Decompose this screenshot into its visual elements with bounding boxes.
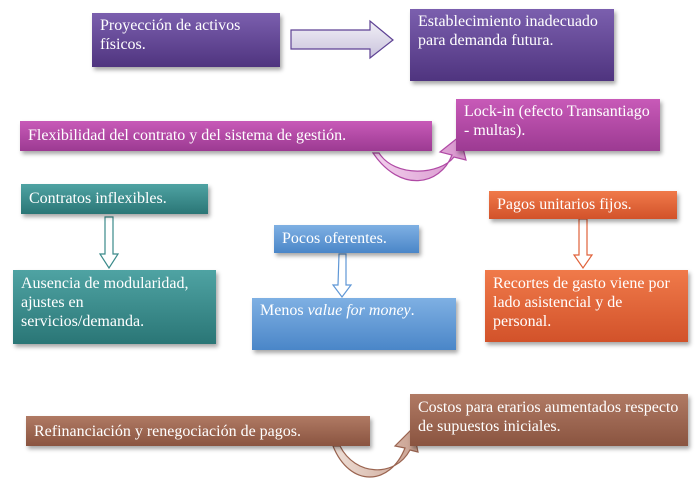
box-recortes: Recortes de gasto viene por lado asisten… bbox=[485, 270, 688, 342]
box-proyeccion-text: Proyección de activos físicos. bbox=[100, 17, 241, 53]
box-costos-text: Costos para erarios aumentados respecto … bbox=[418, 399, 679, 435]
down-arrow-pocos bbox=[331, 253, 353, 298]
box-lockin: Lock-in (efecto Transantiago - multas). bbox=[456, 99, 660, 151]
box-contratos: Contratos inflexibles. bbox=[21, 184, 208, 214]
box-establecimiento: Establecimiento inadecuado para demanda … bbox=[410, 9, 614, 81]
box-lockin-text: Lock-in (efecto Transantiago - multas). bbox=[464, 103, 650, 139]
box-establecimiento-text: Establecimiento inadecuado para demanda … bbox=[418, 13, 598, 49]
box-ausencia-text: Ausencia de modularidad, ajustes en serv… bbox=[21, 275, 189, 330]
box-recortes-text: Recortes de gasto viene por lado asisten… bbox=[493, 275, 670, 330]
right-arrow bbox=[290, 19, 394, 60]
down-arrow-pagos bbox=[572, 218, 594, 270]
curved-arrow-flexibilidad bbox=[371, 134, 467, 182]
box-menos: Menos value for money. bbox=[252, 298, 456, 350]
box-flexibilidad: Flexibilidad del contrato y del sistema … bbox=[20, 121, 432, 151]
box-pagos: Pagos unitarios fijos. bbox=[489, 191, 677, 219]
down-arrow-contratos bbox=[98, 216, 120, 270]
box-menos-suffix: . bbox=[410, 302, 415, 319]
box-menos-prefix: Menos bbox=[260, 302, 308, 319]
box-pagos-text: Pagos unitarios fijos. bbox=[497, 196, 632, 213]
box-pocos-text: Pocos oferentes. bbox=[282, 230, 387, 247]
box-menos-italic: value for money bbox=[307, 302, 411, 319]
box-flexibilidad-text: Flexibilidad del contrato y del sistema … bbox=[28, 127, 347, 144]
box-refinanciacion: Refinanciación y renegociación de pagos. bbox=[26, 416, 370, 446]
box-ausencia: Ausencia de modularidad, ajustes en serv… bbox=[13, 270, 216, 344]
box-proyeccion: Proyección de activos físicos. bbox=[92, 13, 280, 67]
box-pocos: Pocos oferentes. bbox=[274, 225, 419, 253]
box-refinanciacion-text: Refinanciación y renegociación de pagos. bbox=[34, 423, 301, 440]
box-contratos-text: Contratos inflexibles. bbox=[29, 190, 167, 207]
box-costos: Costos para erarios aumentados respecto … bbox=[410, 394, 688, 446]
